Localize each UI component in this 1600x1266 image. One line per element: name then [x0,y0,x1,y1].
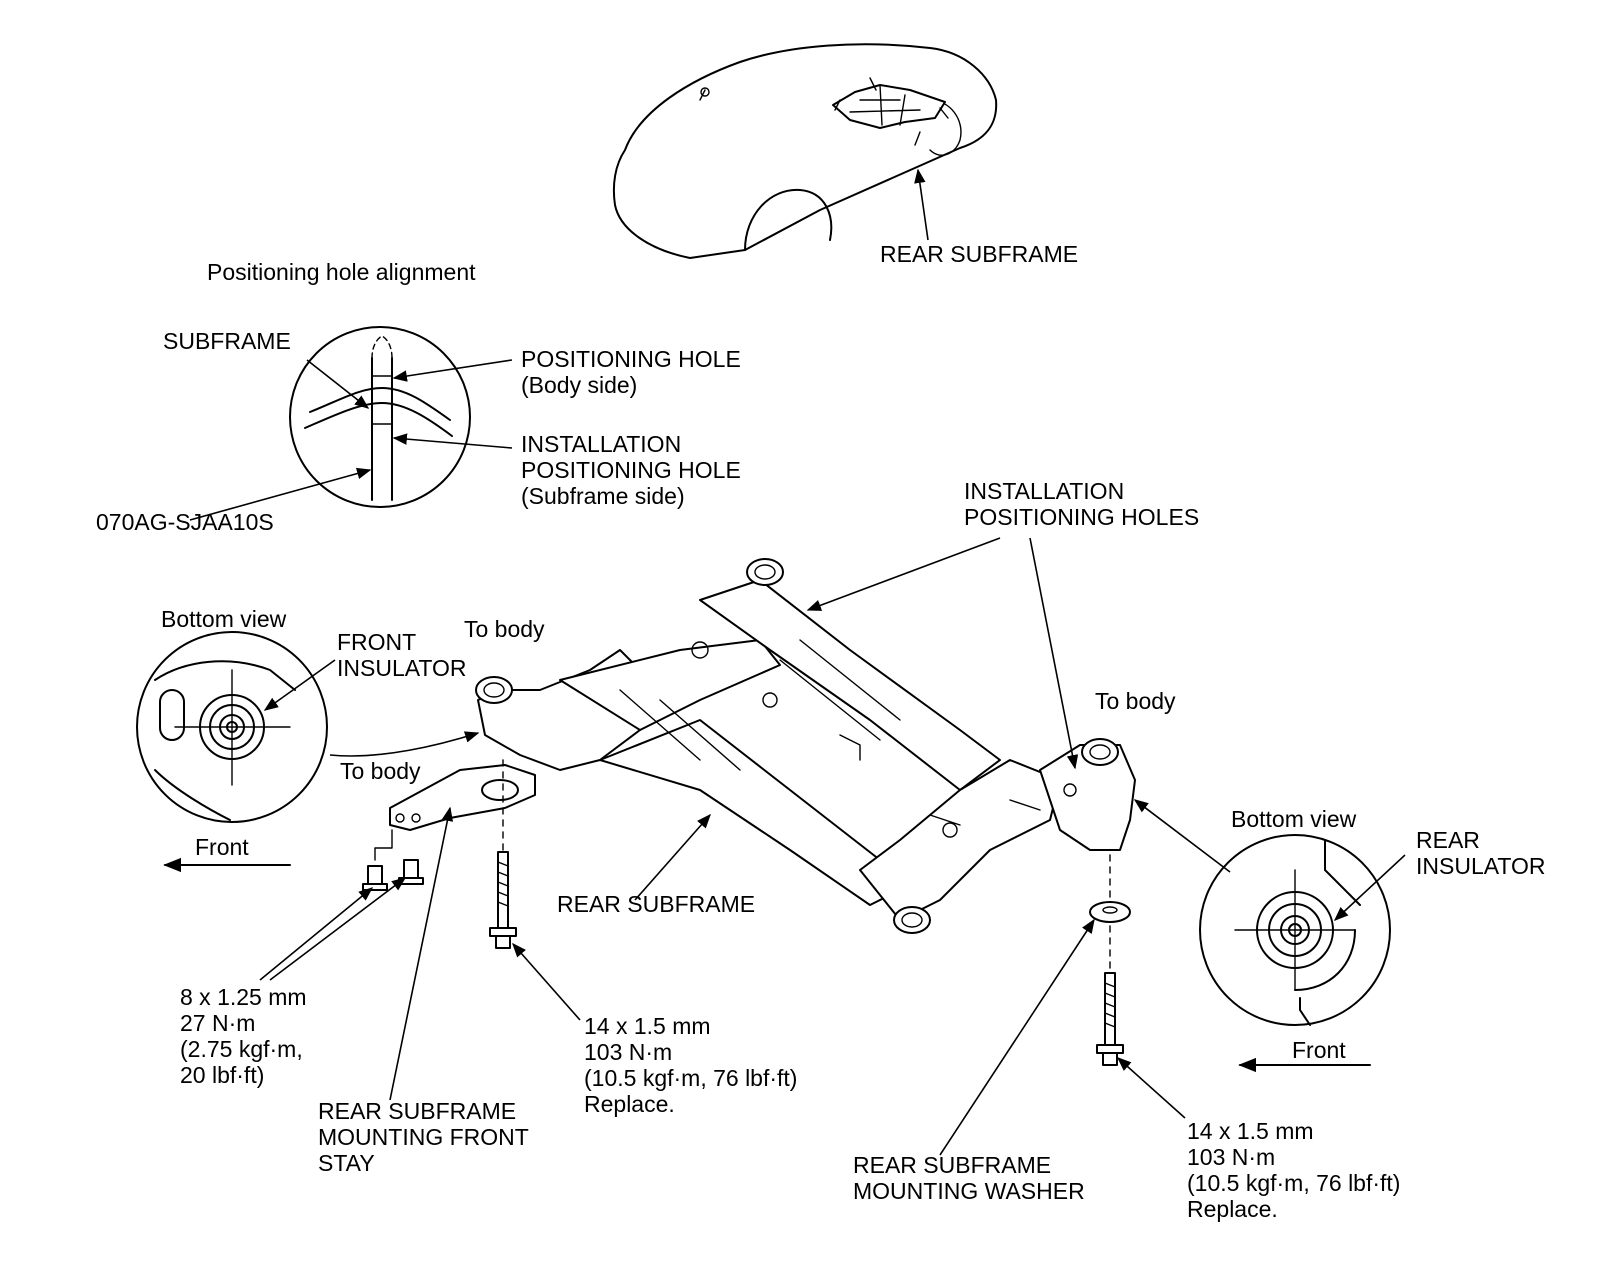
label-bolt8-torque-kgf: (2.75 kgf·m, [180,1036,303,1062]
label-installation-positioning-hole-2: POSITIONING HOLE [521,457,741,483]
car-subframe-thumbnail [832,77,949,146]
mounting-washer [1089,854,1131,923]
label-body-side: (Body side) [521,372,638,398]
rear-subframe-main [475,558,1136,934]
rear-insulator-bottom-view [1199,834,1391,1026]
label-rear-insulator-2: INSULATOR [1416,853,1546,879]
label-front-right: Front [1292,1037,1346,1063]
label-rear-subframe-main: REAR SUBFRAME [557,891,756,917]
label-bolt14b-note: Replace. [1187,1196,1278,1222]
label-positioning-title: Positioning hole alignment [207,259,476,285]
label-washer-1: REAR SUBFRAME [853,1152,1052,1178]
label-stay-3: STAY [318,1150,375,1176]
bolts-8mm [362,859,424,891]
label-installation-positioning-holes-1: INSTALLATION [964,478,1125,504]
label-rear-subframe-car: REAR SUBFRAME [880,241,1079,267]
label-bolt8-size: 8 x 1.25 mm [180,984,307,1010]
label-tool-number: 070AG-SJAA10S [96,509,274,535]
alignment-detail [289,326,471,508]
label-bottom-view-left: Bottom view [161,606,287,632]
label-bolt8-torque-lbf: 20 lbf·ft) [180,1062,265,1088]
label-rear-insulator-1: REAR [1416,827,1480,853]
label-stay-1: REAR SUBFRAME [318,1098,517,1124]
label-subframe: SUBFRAME [163,328,291,354]
label-front-insulator-2: INSULATOR [337,655,467,681]
label-bolt14b-torque-nm: 103 N·m [1187,1144,1276,1170]
label-bolt14a-torque-nm: 103 N·m [584,1039,673,1065]
bolt-14mm-right [1096,925,1124,1066]
bolt-14mm-left [489,759,517,949]
label-installation-positioning-holes-2: POSITIONING HOLES [964,504,1200,530]
label-bolt14a-size: 14 x 1.5 mm [584,1013,711,1039]
label-front-left: Front [195,834,249,860]
label-to-body-top: To body [464,616,545,642]
label-stay-2: MOUNTING FRONT [318,1124,529,1150]
label-bottom-view-right: Bottom view [1231,806,1357,832]
mounting-front-stay [374,764,536,861]
leader-lines [189,168,1406,1156]
label-bolt8-torque-nm: 27 N·m [180,1010,256,1036]
label-to-body-left: To body [340,758,421,784]
label-front-insulator-1: FRONT [337,629,417,655]
front-insulator-bottom-view [136,631,328,823]
label-to-body-right: To body [1095,688,1176,714]
label-bolt14a-torque-alt: (10.5 kgf·m, 76 lbf·ft) [584,1065,798,1091]
label-bolt14b-size: 14 x 1.5 mm [1187,1118,1314,1144]
label-positioning-hole: POSITIONING HOLE [521,346,741,372]
label-bolt14a-note: Replace. [584,1091,675,1117]
label-bolt14b-torque-alt: (10.5 kgf·m, 76 lbf·ft) [1187,1170,1401,1196]
car-outline [612,43,998,259]
label-washer-2: MOUNTING WASHER [853,1178,1085,1204]
label-installation-positioning-hole-1: INSTALLATION [521,431,682,457]
label-subframe-side: (Subframe side) [521,483,685,509]
